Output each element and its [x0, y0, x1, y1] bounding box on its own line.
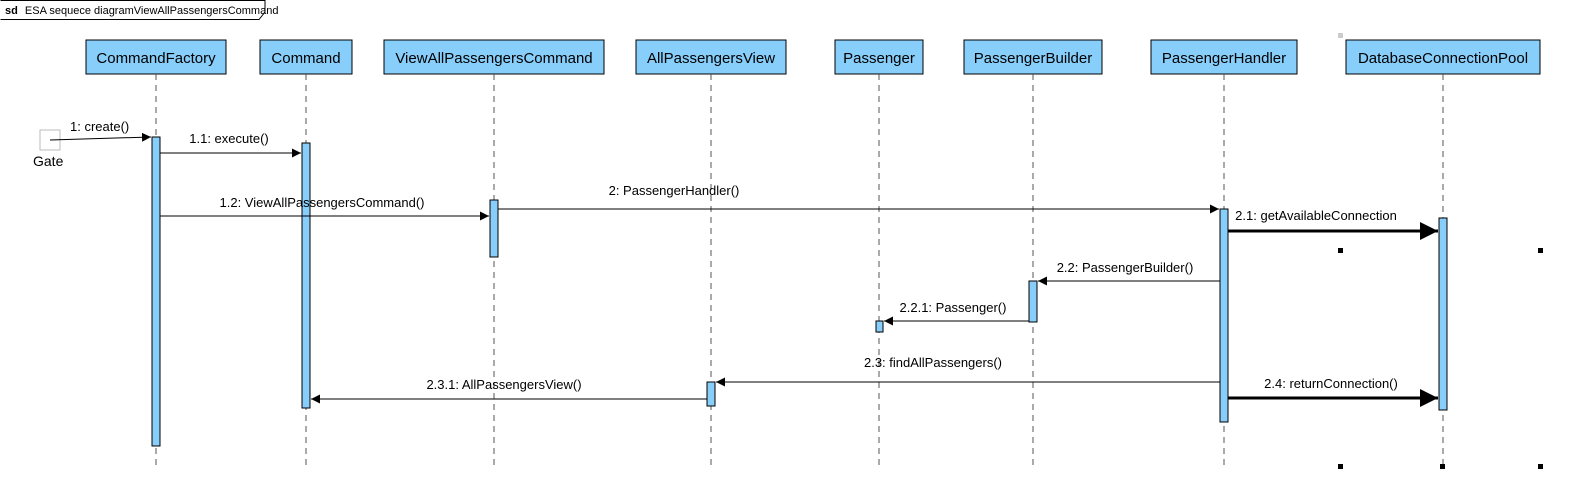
lifeline-label-passenger-handler: PassengerHandler	[1162, 50, 1286, 67]
lifeline-label-command: Command	[271, 50, 340, 67]
message-return-connection[interactable]: 2.4: returnConnection()	[1228, 376, 1438, 407]
lifeline-label-passenger-builder: PassengerBuilder	[974, 50, 1092, 67]
frame-title: ESA sequece diagramViewAllPassengersComm…	[25, 5, 279, 17]
lifeline-label-view-all-passengers-command: ViewAllPassengersCommand	[395, 50, 592, 67]
lifeline-passenger[interactable]: Passenger	[834, 39, 924, 468]
lifeline-head-passenger-builder[interactable]	[963, 39, 1103, 75]
message-label: 2.2: PassengerBuilder()	[1057, 260, 1194, 275]
message-arrow[interactable]	[49, 132, 152, 142]
message-view-all-passengers-command[interactable]: 1.2: ViewAllPassengersCommand()	[160, 195, 489, 221]
lifeline-label-command-factory: CommandFactory	[96, 50, 216, 67]
lifeline-database-connection-pool[interactable]: DatabaseConnectionPool	[1345, 39, 1541, 468]
selection-handle[interactable]	[1440, 464, 1445, 469]
selection-handle[interactable]	[1338, 33, 1343, 38]
gate[interactable]: Gate	[33, 129, 64, 169]
activation-bars	[151, 136, 1448, 447]
activation-all-passengers-view[interactable]	[706, 381, 716, 407]
gate-label: Gate	[33, 153, 64, 169]
lifeline-view-all-passengers-command[interactable]: ViewAllPassengersCommand	[383, 39, 605, 468]
lifeline-head-command-factory[interactable]	[85, 39, 227, 75]
selection-handle[interactable]	[1338, 464, 1343, 469]
activation-passenger-handler[interactable]	[1219, 208, 1229, 423]
selection-handle[interactable]	[1538, 464, 1543, 469]
lifeline-command[interactable]: Command	[259, 39, 353, 468]
activation-view-all-passengers-command[interactable]	[489, 199, 499, 258]
lifeline-head-passenger[interactable]	[834, 39, 924, 75]
message-label: 2.2.1: Passenger()	[900, 300, 1007, 315]
message-get-available-connection[interactable]: 2.1: getAvailableConnection	[1228, 208, 1438, 240]
message-passenger-handler[interactable]: 2: PassengerHandler()	[498, 183, 1219, 214]
message-passenger-builder[interactable]: 2.2: PassengerBuilder()	[1038, 260, 1220, 286]
activation-passenger[interactable]	[875, 320, 884, 333]
activation-passenger-builder[interactable]	[1028, 280, 1038, 323]
lifeline-head-all-passengers-view[interactable]	[635, 39, 787, 75]
lifeline-label-passenger: Passenger	[843, 50, 915, 67]
message-all-passengers-view[interactable]: 2.3.1: AllPassengersView()	[311, 377, 707, 404]
message-label: 2: PassengerHandler()	[609, 183, 740, 198]
message-find-all-passengers[interactable]: 2.3: findAllPassengers()	[716, 355, 1220, 387]
message-label: 1.2: ViewAllPassengersCommand()	[220, 195, 425, 210]
message-label: 2.1: getAvailableConnection	[1235, 208, 1397, 223]
lifeline-label-database-connection-pool: DatabaseConnectionPool	[1358, 50, 1528, 67]
message-passenger[interactable]: 2.2.1: Passenger()	[884, 300, 1029, 326]
activation-command[interactable]	[301, 142, 311, 409]
lifeline-head-passenger-handler[interactable]	[1150, 39, 1298, 75]
message-execute[interactable]: 1.1: execute()	[160, 131, 301, 158]
lifeline-head-command[interactable]	[259, 39, 353, 75]
message-label: 2.3.1: AllPassengersView()	[426, 377, 581, 392]
message-create[interactable]: 1: create()	[49, 119, 152, 142]
lifeline-command-factory[interactable]: CommandFactory	[85, 39, 227, 468]
lifeline-label-all-passengers-view: AllPassengersView	[647, 50, 775, 67]
message-label: 1: create()	[70, 119, 129, 134]
messages: 1: create() 1.1: execute() 1.2: ViewAllP…	[49, 119, 1438, 407]
message-label: 2.3: findAllPassengers()	[864, 355, 1002, 370]
lifeline-passenger-handler[interactable]: PassengerHandler	[1150, 39, 1298, 468]
activation-command-factory[interactable]	[151, 136, 161, 447]
selection-handle[interactable]	[1338, 248, 1343, 253]
lifeline-head-view-all-passengers-command[interactable]	[383, 39, 605, 75]
frame-keyword: sd	[5, 5, 18, 17]
lifeline-passenger-builder[interactable]: PassengerBuilder	[963, 39, 1103, 468]
selection-handles	[1338, 33, 1543, 469]
selection-handle[interactable]	[1538, 248, 1543, 253]
frame-label: sd ESA sequece diagramViewAllPassengersC…	[0, 0, 278, 20]
svg-text:sd ESA sequece diagramVi: sd ESA sequece diagramViewAllPassengersC…	[5, 5, 278, 17]
lifeline-all-passengers-view[interactable]: AllPassengersView	[635, 39, 787, 468]
message-label: 1.1: execute()	[189, 131, 269, 146]
activation-database-connection-pool[interactable]	[1438, 217, 1448, 411]
message-label: 2.4: returnConnection()	[1264, 376, 1398, 391]
